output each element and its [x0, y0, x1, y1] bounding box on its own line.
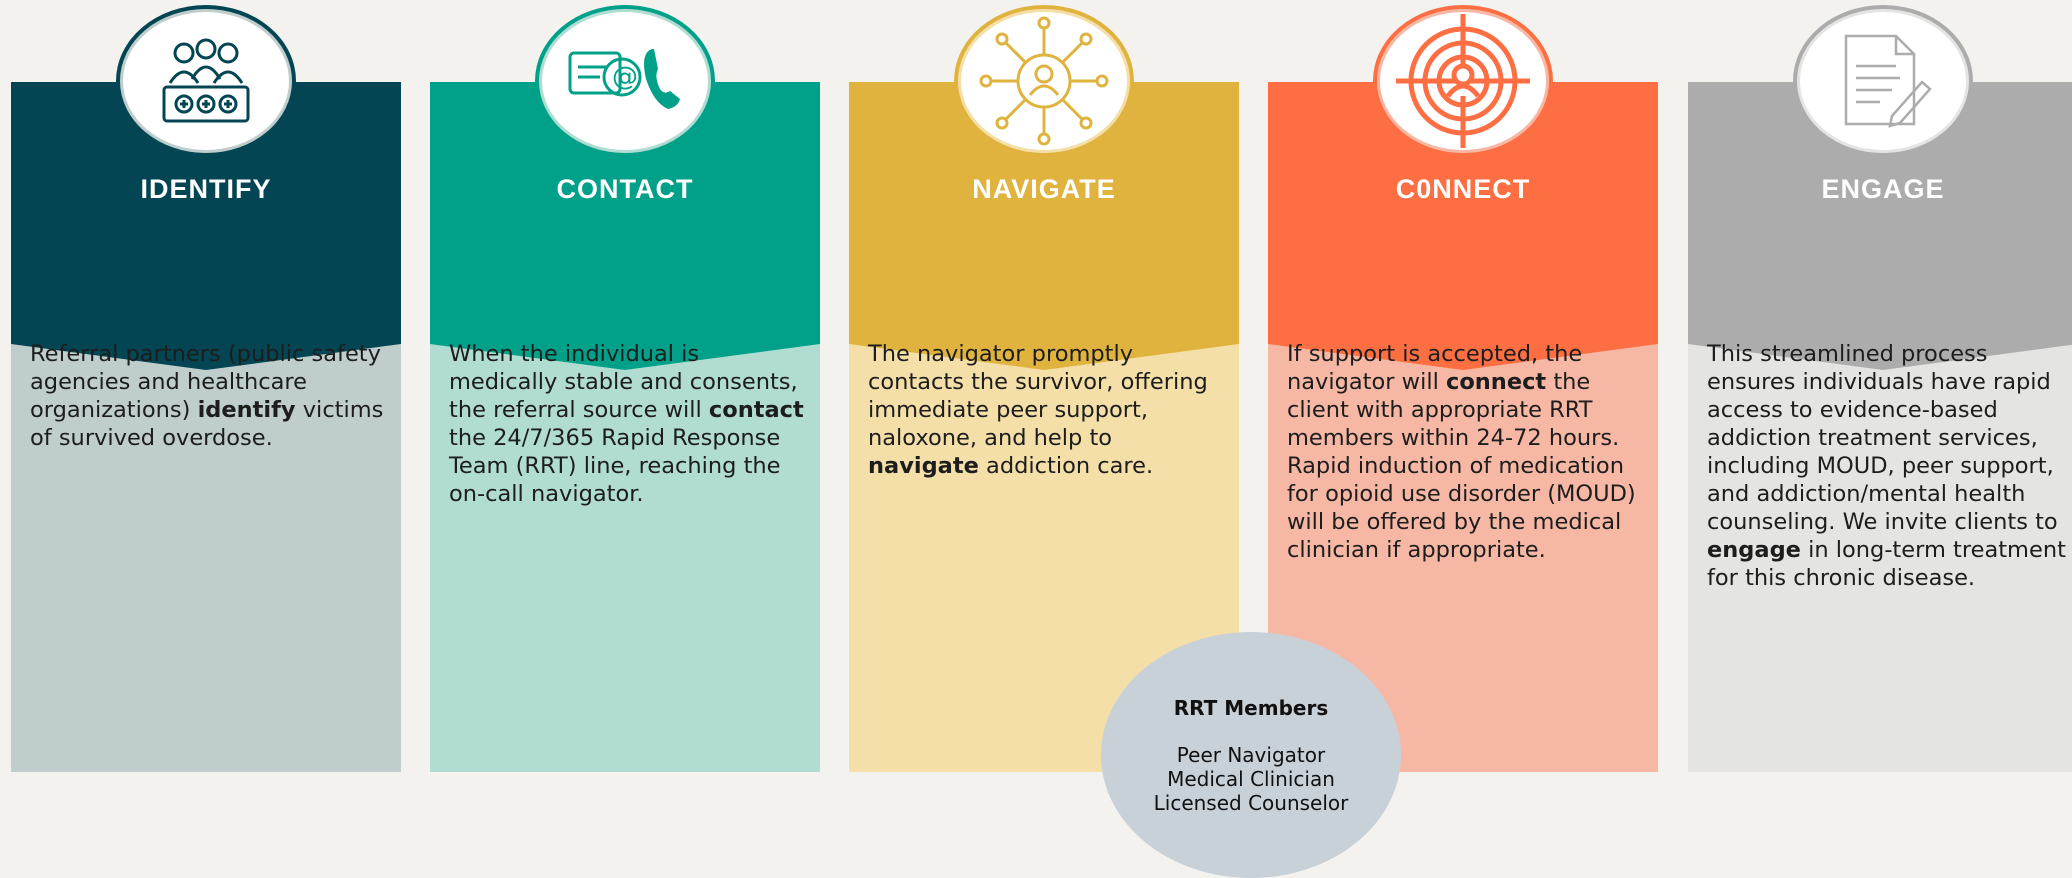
step-description: This streamlined process ensures individ…: [1707, 341, 2066, 591]
step-title: ENGAGE: [1821, 174, 1945, 204]
step-title: C0NNECT: [1395, 174, 1531, 204]
people-group-icon: [116, 5, 296, 157]
rrt-member: Peer Navigator: [1176, 743, 1326, 767]
document-pen-icon: [1793, 5, 1973, 157]
step-header-chevron: [849, 262, 1239, 370]
step-column-engage: ENGAGE This streamlined process ensures i…: [1688, 82, 2072, 772]
rrt-title: RRT Members: [1173, 696, 1329, 720]
step-column-identify: IDENTIFY Referral partners (public safety…: [11, 82, 401, 772]
target-person-icon: [1373, 5, 1553, 157]
rrt-member: Medical Clinician: [1167, 767, 1335, 791]
step-header-chevron: [1688, 262, 2072, 370]
step-header-chevron: [11, 262, 401, 370]
rrt-member: Licensed Counselor: [1153, 791, 1349, 815]
step-header-chevron: [430, 262, 820, 370]
svg-text:@: @: [612, 62, 638, 92]
chat-phone-icon: @: [535, 5, 715, 157]
step-title: CONTACT: [556, 174, 694, 204]
step-header-chevron: [1268, 262, 1658, 370]
rrt-members-circle: RRT Members Peer Navigator Medical Clini…: [1101, 632, 1401, 878]
step-description: When the individual is medically stable …: [449, 341, 804, 507]
step-description: The navigator promptly contacts the surv…: [868, 341, 1208, 479]
step-description: Referral partners (public safety agencie…: [30, 341, 384, 451]
step-title: NAVIGATE: [972, 174, 1116, 204]
step-title: IDENTIFY: [140, 174, 272, 204]
step-description: If support is accepted, the navigator wi…: [1287, 341, 1636, 563]
step-column-contact: CONTACT When the individual is medically …: [430, 82, 820, 772]
network-person-icon: [954, 5, 1134, 157]
